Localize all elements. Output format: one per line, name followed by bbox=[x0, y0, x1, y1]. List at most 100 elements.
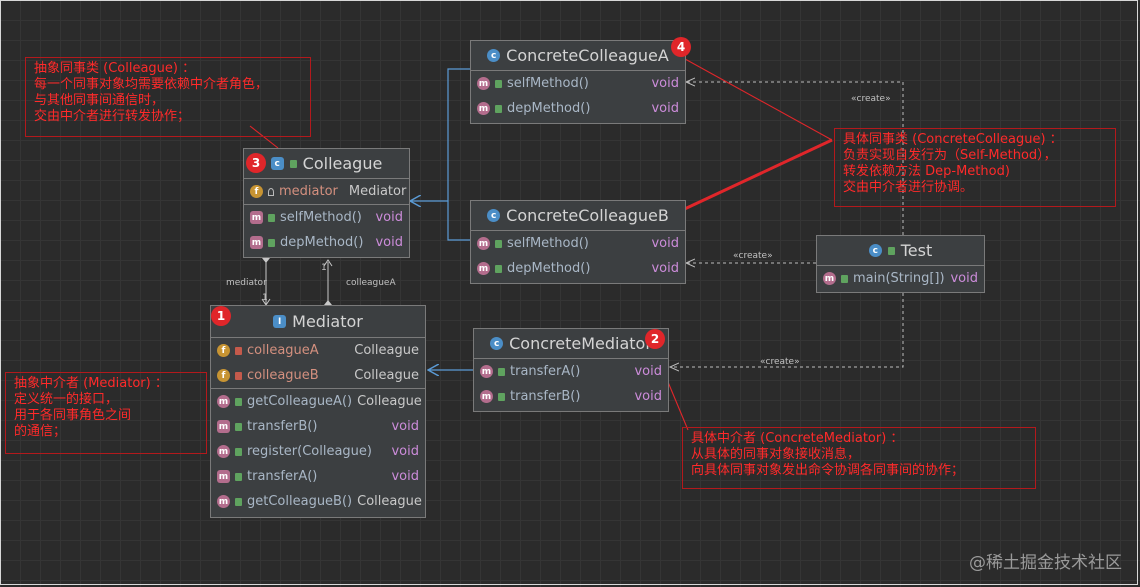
public-lock-icon bbox=[268, 238, 275, 247]
method-row[interactable]: m selfMethod() void bbox=[244, 205, 409, 230]
public-lock-icon bbox=[495, 239, 502, 248]
method-name: transferB() bbox=[247, 419, 318, 434]
method-row[interactable]: m selfMethod() void bbox=[471, 71, 685, 96]
method-row[interactable]: m main(String[]) void bbox=[817, 266, 984, 291]
field-name: mediator bbox=[279, 184, 338, 199]
method-type: void bbox=[651, 101, 679, 116]
create-label-mediator: «create» bbox=[760, 357, 800, 367]
field-row[interactable]: f mediator Mediator bbox=[244, 179, 409, 204]
class-name: ConcreteColleagueA bbox=[506, 46, 669, 65]
note-line: 交由中介者进行协调。 bbox=[843, 180, 974, 195]
public-lock-icon bbox=[498, 392, 505, 401]
method-row[interactable]: m transferB() void bbox=[211, 414, 425, 439]
create-label-b: «create» bbox=[733, 251, 773, 261]
public-lock-icon bbox=[235, 497, 242, 506]
method-row[interactable]: m transferA() void bbox=[474, 359, 668, 384]
note-concrete-mediator: 具体中介者 (ConcreteMediator) ： 从具体的同事对象接收消息，… bbox=[682, 427, 1036, 489]
inherit-a-line bbox=[410, 68, 470, 201]
class-colleague[interactable]: c Colleague f mediator Mediator m selfMe… bbox=[243, 148, 410, 258]
method-icon: m bbox=[217, 445, 230, 458]
public-lock-icon bbox=[235, 397, 242, 406]
method-type: void bbox=[375, 210, 403, 225]
assoc-label-colleagueA: colleagueA bbox=[346, 278, 396, 288]
method-icon: m bbox=[477, 262, 490, 275]
method-type: void bbox=[651, 236, 679, 251]
class-concrete-colleague-a[interactable]: c ConcreteColleagueA m selfMethod() void… bbox=[470, 40, 686, 124]
method-row[interactable]: m register(Colleague) void bbox=[211, 439, 425, 464]
note-arrow-colleague bbox=[249, 125, 279, 149]
method-row[interactable]: m transferA() void bbox=[211, 464, 425, 489]
method-type: void bbox=[375, 235, 403, 250]
method-icon: m bbox=[477, 102, 490, 115]
multiplicity-label-bottom: 1 bbox=[262, 293, 268, 303]
class-name: Mediator bbox=[292, 312, 363, 331]
method-type: void bbox=[391, 469, 419, 484]
protected-key-icon bbox=[268, 187, 274, 196]
method-name: depMethod() bbox=[507, 261, 591, 276]
badge-3: 3 bbox=[246, 153, 266, 173]
field-row[interactable]: f colleagueB Colleague bbox=[211, 363, 425, 388]
method-row[interactable]: m depMethod() void bbox=[244, 230, 409, 255]
method-name: depMethod() bbox=[280, 235, 364, 250]
method-icon: m bbox=[217, 395, 230, 408]
class-name: ConcreteMediator bbox=[509, 334, 652, 353]
assoc-label-mediator: mediator bbox=[226, 278, 267, 288]
abstract-method-icon: m bbox=[217, 420, 230, 433]
class-icon: c bbox=[487, 49, 501, 62]
note-line: 具体同事类 (ConcreteColleague) ： bbox=[843, 132, 1063, 147]
method-name: transferA() bbox=[510, 364, 581, 379]
method-row[interactable]: m depMethod() void bbox=[471, 96, 685, 121]
method-icon: m bbox=[477, 237, 490, 250]
note-line: 向具体同事对象发出命令协调各同事间的协作； bbox=[691, 463, 965, 478]
badge-1: 1 bbox=[211, 306, 231, 326]
watermark: @稀土掘金技术社区 bbox=[969, 553, 1122, 573]
field-row[interactable]: f colleagueA Colleague bbox=[211, 338, 425, 363]
method-row[interactable]: m selfMethod() void bbox=[471, 231, 685, 256]
class-name: Colleague bbox=[302, 154, 383, 173]
note-line: 每一个同事对象均需要依赖中介者角色， bbox=[34, 77, 269, 92]
method-name: selfMethod() bbox=[507, 76, 589, 91]
method-icon: m bbox=[480, 390, 493, 403]
class-icon: c bbox=[868, 244, 882, 257]
public-lock-icon bbox=[498, 367, 505, 376]
note-line: 与其他同事间通信时， bbox=[34, 93, 165, 108]
method-type: void bbox=[391, 444, 419, 459]
abstract-class-icon: c bbox=[270, 157, 284, 170]
method-row[interactable]: m getColleagueB() Colleague bbox=[211, 489, 425, 514]
method-icon: m bbox=[823, 272, 836, 285]
badge-2: 2 bbox=[645, 329, 665, 349]
class-mediator[interactable]: I Mediator f colleagueA Colleague f coll… bbox=[210, 305, 426, 518]
note-colleague: 抽象同事类 (Colleague) ： 每一个同事对象均需要依赖中介者角色， 与… bbox=[25, 57, 311, 137]
method-row[interactable]: m transferB() void bbox=[474, 384, 668, 409]
method-type: Colleague bbox=[357, 494, 422, 509]
class-concrete-mediator[interactable]: c ConcreteMediator m transferA() void m … bbox=[473, 328, 669, 412]
public-lock-icon bbox=[841, 274, 848, 283]
public-lock-icon bbox=[495, 104, 502, 113]
public-lock-icon bbox=[235, 447, 242, 456]
note-line: 的通信； bbox=[14, 424, 67, 439]
interface-icon: I bbox=[273, 315, 287, 328]
class-test[interactable]: c Test m main(String[]) void bbox=[816, 235, 985, 293]
method-icon: m bbox=[477, 77, 490, 90]
note-arrow-mediator bbox=[667, 381, 689, 431]
method-name: transferB() bbox=[510, 389, 581, 404]
public-lock-icon bbox=[495, 264, 502, 273]
abstract-method-icon: m bbox=[250, 211, 263, 224]
public-lock-icon bbox=[887, 246, 895, 255]
field-type: Colleague bbox=[354, 368, 419, 383]
note-line: 抽象同事类 (Colleague) ： bbox=[34, 61, 196, 76]
note-concrete-colleague: 具体同事类 (ConcreteColleague) ： 负责实现自发行为（Sel… bbox=[834, 128, 1116, 207]
method-name: register(Colleague) bbox=[247, 444, 372, 459]
note-line: 从具体的同事对象接收消息， bbox=[691, 447, 861, 462]
method-row[interactable]: m getColleagueA() Colleague bbox=[211, 389, 425, 414]
method-type: void bbox=[391, 419, 419, 434]
create-label-a: «create» bbox=[851, 94, 891, 104]
class-concrete-colleague-b[interactable]: c ConcreteColleagueB m selfMethod() void… bbox=[470, 200, 686, 284]
private-lock-icon bbox=[235, 371, 242, 380]
method-row[interactable]: m depMethod() void bbox=[471, 256, 685, 281]
method-name: main(String[]) bbox=[853, 271, 945, 286]
inherit-b-line bbox=[447, 201, 470, 241]
abstract-method-icon: m bbox=[217, 470, 230, 483]
note-line: 负责实现自发行为（Self-Method）， bbox=[843, 148, 1057, 163]
